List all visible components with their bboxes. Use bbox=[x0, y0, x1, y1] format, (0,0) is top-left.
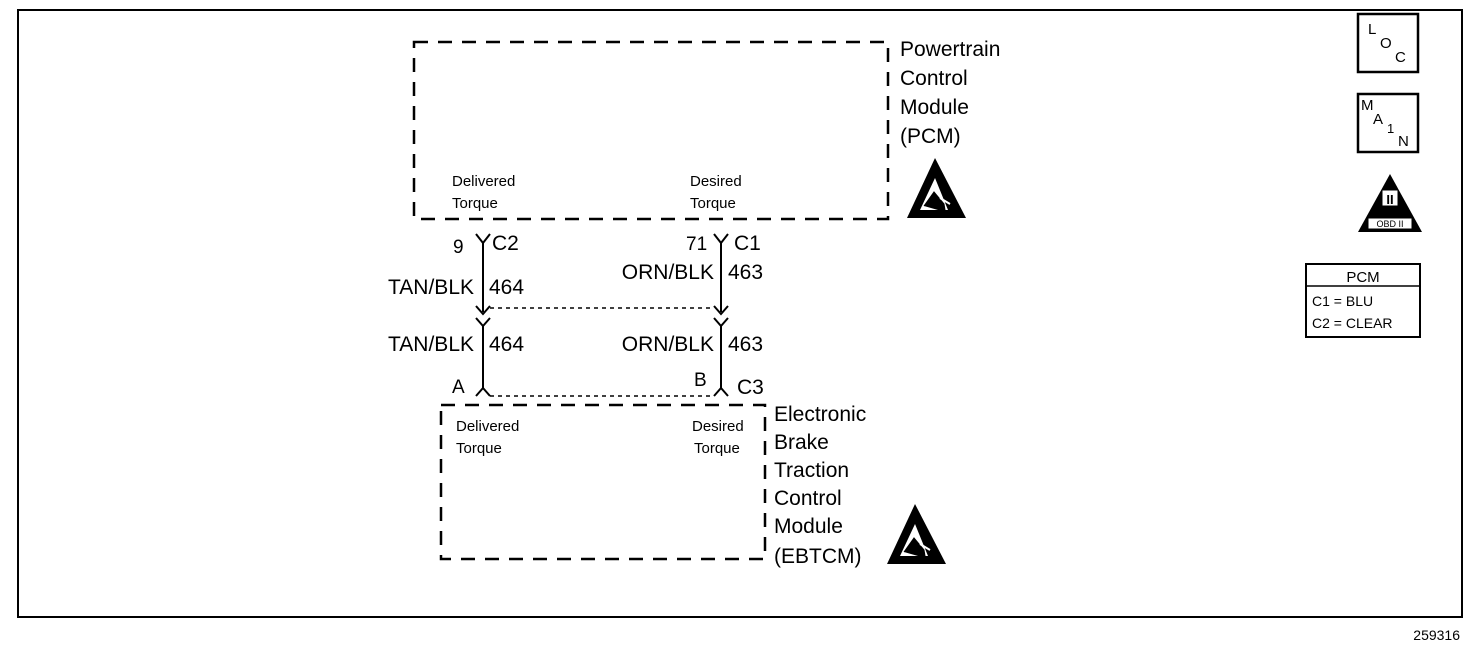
connector-c1-label: C1 bbox=[734, 232, 761, 255]
svg-text:L: L bbox=[1368, 21, 1376, 38]
ebtcm-label-line-3: Traction bbox=[774, 459, 849, 482]
svg-text:OBD II: OBD II bbox=[1376, 219, 1403, 229]
pcm-delivered-torque-label-1: Delivered bbox=[452, 173, 515, 190]
legend-title: PCM bbox=[1346, 269, 1379, 286]
inline-connector-464-top bbox=[475, 305, 491, 316]
ebtcm-label-line-1: Electronic bbox=[774, 403, 866, 426]
wire-463-color-upper: ORN/BLK bbox=[622, 261, 714, 284]
ebtcm-label-line-2: Brake bbox=[774, 431, 829, 454]
pin-b-label: B bbox=[694, 370, 707, 391]
diagram-frame bbox=[17, 9, 1463, 618]
wire-464-color-lower: TAN/BLK bbox=[388, 333, 474, 356]
obd-ii-icon: II OBD II bbox=[1358, 174, 1422, 232]
pcm-label-line-3: Module bbox=[900, 96, 969, 119]
esd-warning-icon-ebtcm bbox=[887, 504, 946, 564]
pin-71-label: 71 bbox=[686, 234, 707, 255]
ebtcm-label: Electronic Brake Traction Control Module… bbox=[774, 403, 866, 568]
figure-number: 259316 bbox=[1413, 627, 1460, 643]
svg-text:A: A bbox=[1373, 111, 1383, 128]
svg-text:1: 1 bbox=[1387, 121, 1394, 136]
ebtcm-label-line-5: Module bbox=[774, 515, 843, 538]
pcm-connector-legend: PCM C1 = BLU C2 = CLEAR bbox=[1305, 263, 1421, 338]
pcm-label-line-4: (PCM) bbox=[900, 125, 961, 148]
wire-463-circuit-lower: 463 bbox=[728, 333, 763, 356]
legend-row-c1: C1 = BLU bbox=[1312, 293, 1373, 309]
ebtcm-desired-torque-label-2: Torque bbox=[694, 440, 740, 457]
ebtcm-desired-torque-label-1: Desired bbox=[692, 418, 744, 435]
inline-connector-463-top bbox=[713, 305, 729, 316]
svg-text:II: II bbox=[1386, 192, 1393, 207]
pin-9-label: 9 bbox=[453, 237, 464, 258]
wire-464-circuit-lower: 464 bbox=[489, 333, 524, 356]
legend-row-c2: C2 = CLEAR bbox=[1312, 315, 1393, 331]
maintenance-info-icon: M A 1 N bbox=[1356, 92, 1420, 154]
ebtcm-label-line-6: (EBTCM) bbox=[774, 545, 862, 568]
inline-connector-464-bottom bbox=[475, 317, 491, 328]
ebtcm-delivered-torque-label-2: Torque bbox=[456, 440, 502, 457]
inline-connector-463-bottom bbox=[713, 317, 729, 328]
svg-text:O: O bbox=[1380, 35, 1392, 52]
connector-c3-pin-b-symbol bbox=[713, 386, 729, 397]
wire-464-color-upper: TAN/BLK bbox=[388, 276, 474, 299]
esd-warning-icon bbox=[907, 158, 966, 218]
wire-464-circuit-upper: 464 bbox=[489, 276, 524, 299]
ebtcm-label-line-4: Control bbox=[774, 487, 842, 510]
pcm-desired-torque-label-1: Desired bbox=[690, 173, 742, 190]
svg-text:C: C bbox=[1395, 49, 1406, 66]
pcm-label-line-1: Powertrain bbox=[900, 38, 1000, 61]
connector-c2-symbol bbox=[475, 233, 491, 245]
wire-463-color-lower: ORN/BLK bbox=[622, 333, 714, 356]
pcm-label: Powertrain Control Module (PCM) bbox=[900, 38, 1000, 148]
pcm-delivered-torque-label-2: Torque bbox=[452, 195, 498, 212]
svg-text:N: N bbox=[1398, 133, 1409, 150]
connector-c3-label: C3 bbox=[737, 376, 764, 399]
component-location-icon: L O C bbox=[1356, 12, 1420, 74]
svg-text:M: M bbox=[1361, 97, 1374, 114]
wire-463-circuit-upper: 463 bbox=[728, 261, 763, 284]
connector-c3-pin-a-symbol bbox=[475, 386, 491, 397]
pin-a-label: A bbox=[452, 377, 465, 398]
ebtcm-delivered-torque-label-1: Delivered bbox=[456, 418, 519, 435]
pcm-desired-torque-label-2: Torque bbox=[690, 195, 736, 212]
connector-c2-label: C2 bbox=[492, 232, 519, 255]
pcm-module-box bbox=[412, 40, 890, 221]
connector-c1-symbol bbox=[713, 233, 729, 245]
pcm-label-line-2: Control bbox=[900, 67, 968, 90]
